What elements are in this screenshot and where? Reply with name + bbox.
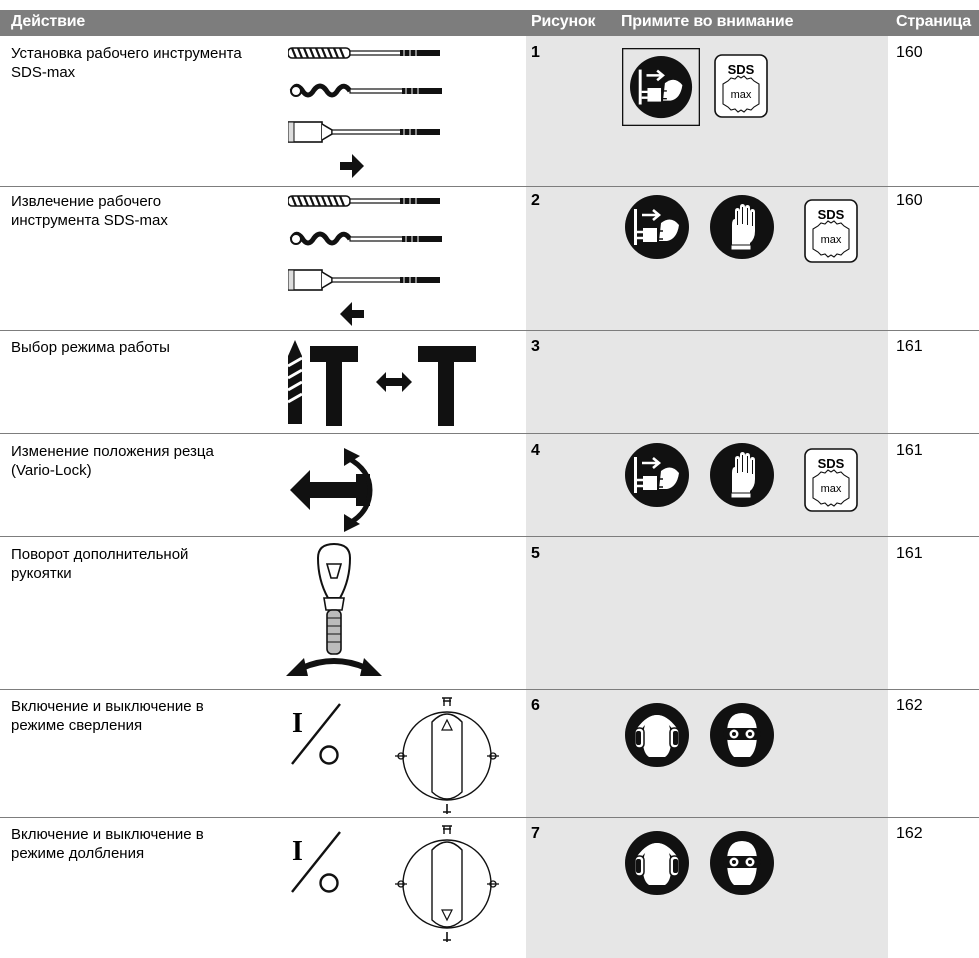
eye-protection-icon xyxy=(710,703,774,767)
row-divider xyxy=(0,817,979,818)
row-6-action: Включение и выключение в режиме сверлени… xyxy=(11,697,281,735)
svg-text:I: I xyxy=(292,836,303,867)
sds-max-icon: SDS max xyxy=(804,448,858,512)
row-divider xyxy=(0,536,979,537)
action-text: Включение и выключение в xyxy=(11,698,204,715)
action-text: Включение и выключение в xyxy=(11,826,204,843)
rotate-chisel-icon xyxy=(290,448,373,532)
action-text: Выбор режима работы xyxy=(11,339,170,356)
row-5-page: 161 xyxy=(896,545,923,562)
row-divider xyxy=(0,186,979,187)
on-off-switch-icon: I xyxy=(291,703,341,765)
row-1-page: 160 xyxy=(896,44,923,61)
unplug-icon xyxy=(622,48,700,126)
row-6-figure: 6 xyxy=(531,697,540,714)
action-text: режиме долбления xyxy=(11,845,145,862)
action-text: Установка рабочего инструмента xyxy=(11,45,242,62)
row-5-action: Поворот дополнительной рукоятки xyxy=(11,545,281,583)
action-text: рукоятки xyxy=(11,565,72,582)
sds-max-icon: SDS max xyxy=(804,199,858,263)
arrow-right-icon xyxy=(340,154,364,178)
svg-text:I: I xyxy=(292,708,303,739)
ear-protection-icon xyxy=(625,831,689,895)
row-divider xyxy=(0,433,979,434)
sds-max-icon: SDS max xyxy=(714,54,768,118)
row-4-figure: 4 xyxy=(531,442,540,459)
row-2-page: 160 xyxy=(896,192,923,209)
double-arrow-icon xyxy=(376,372,412,392)
row-6-page: 162 xyxy=(896,697,923,714)
row-4-action: Изменение положения резца (Vario-Lock) xyxy=(11,442,281,480)
row-divider xyxy=(0,330,979,331)
header-page: Страница xyxy=(896,13,971,30)
header-figure: Рисунок xyxy=(531,13,596,30)
action-text: SDS-max xyxy=(11,64,76,81)
row-1-figure: 1 xyxy=(531,44,540,61)
svg-text:max: max xyxy=(821,483,842,495)
row-4-page: 161 xyxy=(896,442,923,459)
mode-dial-icon xyxy=(394,697,500,815)
row-3-figure: 3 xyxy=(531,338,540,355)
row-7-page: 162 xyxy=(896,825,923,842)
ear-protection-icon xyxy=(625,703,689,767)
sds-bits-remove-icon xyxy=(288,194,448,326)
unplug-icon xyxy=(625,195,689,259)
action-text: режиме сверления xyxy=(11,717,143,734)
svg-text:SDS: SDS xyxy=(818,207,845,222)
row-3-page: 161 xyxy=(896,338,923,355)
table-header: Действие Рисунок Примите во внимание Стр… xyxy=(0,10,979,36)
header-action: Действие xyxy=(11,13,86,30)
mode-dial-icon xyxy=(394,825,500,943)
row-5-figure: 5 xyxy=(531,545,540,562)
row-7-action: Включение и выключение в режиме долблени… xyxy=(11,825,281,863)
svg-text:max: max xyxy=(821,234,842,246)
row-3-action: Выбор режима работы xyxy=(11,338,281,357)
unplug-icon xyxy=(625,443,689,507)
row-1-action: Установка рабочего инструмента SDS-max xyxy=(11,44,281,82)
arrow-left-icon xyxy=(340,302,364,326)
svg-text:SDS: SDS xyxy=(728,62,755,77)
row-divider xyxy=(0,689,979,690)
row-2-figure: 2 xyxy=(531,192,540,209)
action-text: Изменение положения резца xyxy=(11,443,214,460)
action-text: (Vario-Lock) xyxy=(11,462,92,479)
eye-protection-icon xyxy=(710,831,774,895)
handle-icon xyxy=(286,542,382,676)
row-2-action: Извлечение рабочего инструмента SDS-max xyxy=(11,192,281,230)
svg-text:SDS: SDS xyxy=(818,456,845,471)
header-attention: Примите во внимание xyxy=(621,13,794,30)
action-text: Поворот дополнительной xyxy=(11,546,189,563)
hammer-mode-icon xyxy=(287,340,476,426)
action-text: инструмента SDS-max xyxy=(11,212,168,229)
sds-bits-insert-icon xyxy=(288,46,448,178)
svg-text:max: max xyxy=(731,89,752,101)
row-7-figure: 7 xyxy=(531,825,540,842)
on-off-switch-icon: I xyxy=(291,831,341,893)
gloves-icon xyxy=(710,443,774,507)
action-text: Извлечение рабочего xyxy=(11,193,162,210)
gloves-icon xyxy=(710,195,774,259)
